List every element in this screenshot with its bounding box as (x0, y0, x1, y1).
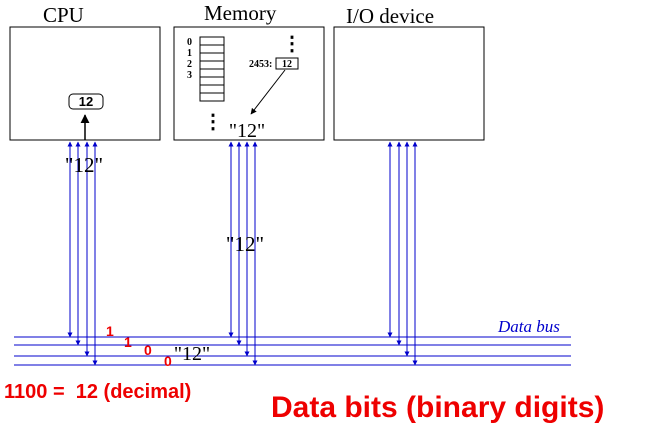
data-bus-label: Data bus (497, 317, 560, 336)
memory-ellipsis-left: ⋮ (203, 111, 223, 133)
cpu-transfer-label: "12" (65, 153, 103, 177)
memory-cells (199, 36, 225, 102)
bus-bits-transfer-label: "12" (174, 343, 210, 365)
cpu-register-value: 12 (79, 94, 93, 109)
memory-bus-wires (228, 141, 258, 366)
memory-address-label: 2453: (249, 59, 272, 70)
io-bus-wires (387, 141, 418, 366)
bus-bit-2: 1 (124, 334, 132, 350)
bus-bit-1: 1 (106, 323, 114, 339)
cpu-register (68, 93, 104, 110)
memory-ellipsis-right: ⋮ (282, 33, 302, 55)
data-bus-lines (14, 336, 571, 366)
io-device-title: I/O device (346, 4, 434, 28)
binary-caption: 1100 = 12 (decimal) (4, 381, 191, 403)
memory-row-label-2: 2 (187, 59, 192, 70)
memory-row-label-3: 3 (187, 70, 192, 81)
memory-title: Memory (204, 1, 277, 25)
bus-middle-transfer-label: "12" (226, 232, 264, 256)
memory-row-label-1: 1 (187, 48, 192, 59)
cpu-bus-wires (67, 141, 98, 366)
memory-box (173, 26, 325, 141)
memory-transfer-label: "12" (229, 120, 265, 142)
data-bits-caption: Data bits (binary digits) (271, 391, 604, 424)
bus-bit-3: 0 (144, 342, 152, 358)
memory-read-arrow (250, 69, 286, 115)
memory-cell-2453 (275, 57, 299, 70)
bus-bit-4: 0 (164, 353, 172, 369)
memory-row-label-0: 0 (187, 37, 192, 48)
memory-cell-value: 12 (282, 59, 292, 70)
io-device-box (333, 26, 485, 141)
cpu-title: CPU (43, 3, 84, 27)
